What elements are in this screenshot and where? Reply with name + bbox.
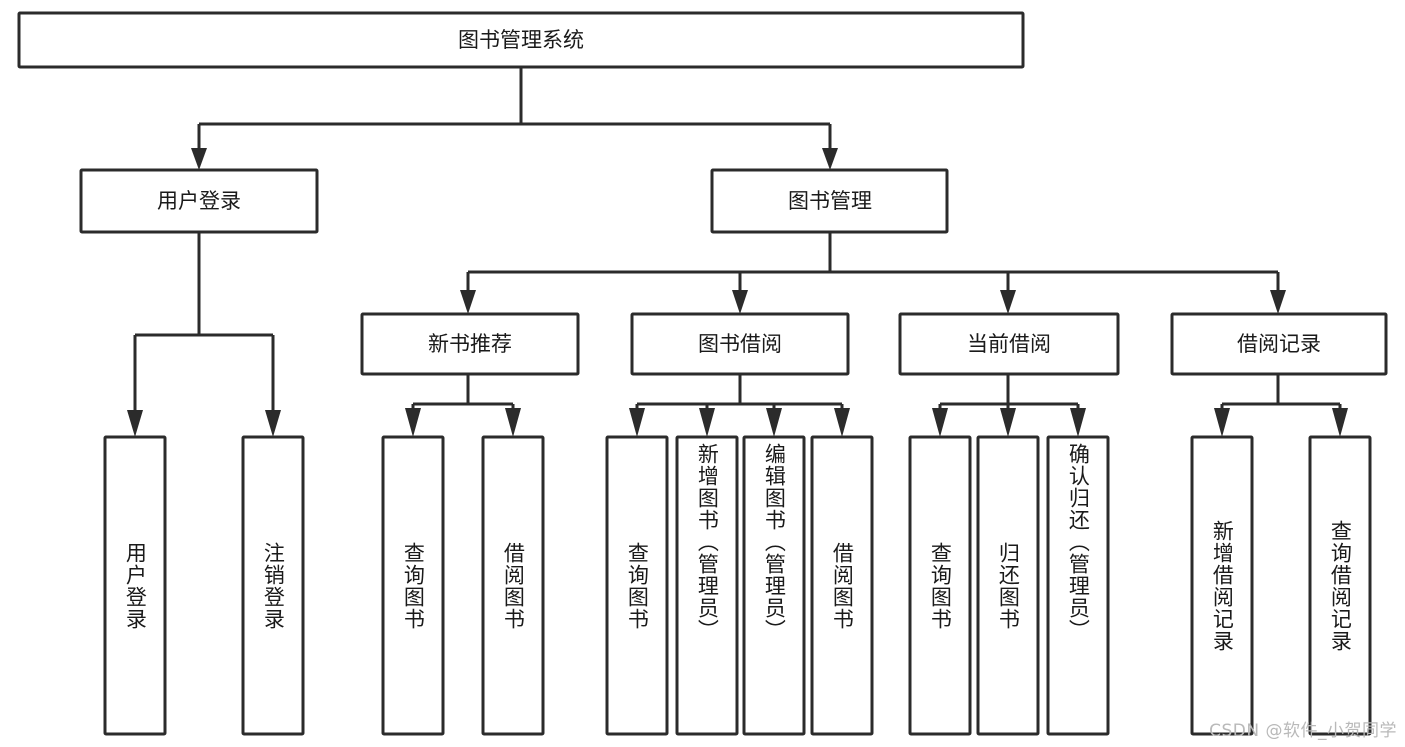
node-book-borrow-label: 图书借阅 <box>698 332 782 356</box>
arrow-head-leaf-borrow-book-2 <box>834 408 850 437</box>
node-leaf-query-book-3[interactable] <box>908 435 972 736</box>
arrow-head-leaf-user-login <box>127 410 143 437</box>
node-root-label: 图书管理系统 <box>458 28 584 52</box>
node-leaf-query-record[interactable] <box>1308 435 1372 736</box>
node-root[interactable] <box>17 11 1025 69</box>
node-current-borrow-label: 当前借阅 <box>967 332 1051 356</box>
connector-layer <box>127 67 1348 437</box>
node-leaf-borrow-book-1[interactable] <box>481 435 545 736</box>
node-borrow-record-label: 借阅记录 <box>1237 332 1321 356</box>
node-book-borrow[interactable] <box>630 312 850 376</box>
node-book-manage-label: 图书管理 <box>788 189 872 213</box>
node-book-manage[interactable] <box>710 168 949 234</box>
arrow-head-borrow-record <box>1270 290 1286 314</box>
node-leaf-add-record[interactable] <box>1190 435 1254 736</box>
arrow-head-new-book-recommend <box>460 290 476 314</box>
arrow-head-leaf-query-book-2 <box>629 408 645 437</box>
node-layer <box>17 11 1388 736</box>
node-leaf-return-book[interactable] <box>976 435 1040 736</box>
node-leaf-query-book-2[interactable] <box>605 435 669 736</box>
node-leaf-borrow-book-2[interactable] <box>810 435 874 736</box>
node-leaf-add-book[interactable] <box>675 435 739 736</box>
arrow-head-book-borrow <box>732 290 748 314</box>
arrow-head-user-login <box>191 148 207 170</box>
node-user-login-label: 用户登录 <box>157 189 241 213</box>
arrow-head-book-manage <box>822 148 838 170</box>
node-current-borrow[interactable] <box>898 312 1120 376</box>
node-leaf-logout-login[interactable] <box>241 435 305 736</box>
node-leaf-confirm-return[interactable] <box>1046 435 1110 736</box>
arrow-head-leaf-confirm-return <box>1070 408 1086 437</box>
node-new-book-recommend-label: 新书推荐 <box>428 332 512 356</box>
arrow-head-leaf-return-book <box>1000 408 1016 437</box>
node-user-login[interactable] <box>79 168 319 234</box>
csdn-watermark: CSDN @软件_小贺同学 <box>1209 721 1397 741</box>
arrow-head-leaf-logout-login <box>265 410 281 437</box>
arrow-head-leaf-add-book <box>699 408 715 437</box>
node-leaf-edit-book[interactable] <box>742 435 806 736</box>
arrow-head-leaf-borrow-book-1 <box>505 408 521 437</box>
arrow-head-current-borrow <box>1000 290 1016 314</box>
horizontal-label-layer: 图书管理系统 用户登录 图书管理 新书推荐 图书借阅 当前借阅 借阅记录 <box>157 28 1321 356</box>
arrow-head-leaf-query-record <box>1332 408 1348 437</box>
arrow-head-leaf-query-book-3 <box>932 408 948 437</box>
arrow-head-leaf-add-record <box>1214 408 1230 437</box>
arrow-head-leaf-query-book-1 <box>405 408 421 437</box>
node-new-book-recommend[interactable] <box>360 312 580 376</box>
node-leaf-query-book-1[interactable] <box>381 435 445 736</box>
node-leaf-user-login[interactable] <box>103 435 167 736</box>
node-borrow-record[interactable] <box>1170 312 1388 376</box>
arrow-head-leaf-edit-book <box>766 408 782 437</box>
